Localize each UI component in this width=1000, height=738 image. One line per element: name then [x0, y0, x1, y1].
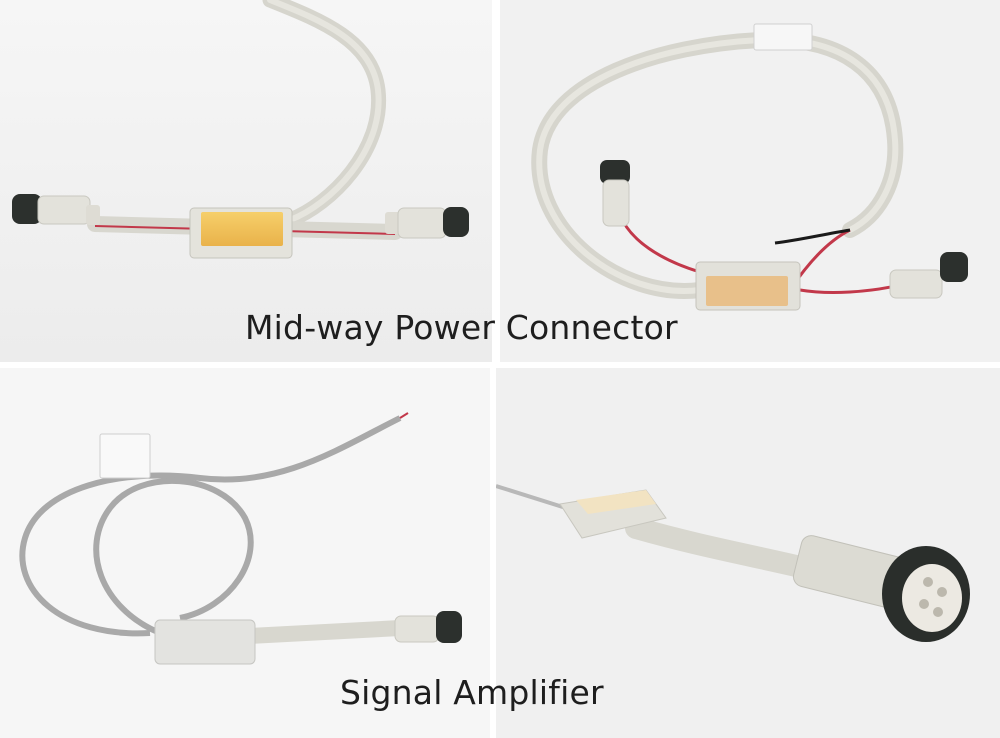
photo-signal-amplifier-coiled — [0, 368, 490, 738]
photo-midway-connector-loop — [500, 0, 1000, 362]
photo-midway-connector-straight — [0, 0, 492, 362]
signal-amplifier-coiled-image — [0, 368, 490, 738]
divider-vertical-top — [492, 0, 500, 362]
midway-connector-loop-image — [500, 0, 1000, 362]
caption-midway-power-connector: Mid-way Power Connector — [245, 308, 678, 347]
divider-vertical-bottom — [490, 368, 496, 738]
midway-connector-straight-image — [0, 0, 492, 362]
signal-amplifier-closeup-image — [496, 368, 1000, 738]
caption-signal-amplifier: Signal Amplifier — [340, 673, 604, 712]
photo-signal-amplifier-closeup — [496, 368, 1000, 738]
divider-horizontal — [0, 362, 1000, 368]
